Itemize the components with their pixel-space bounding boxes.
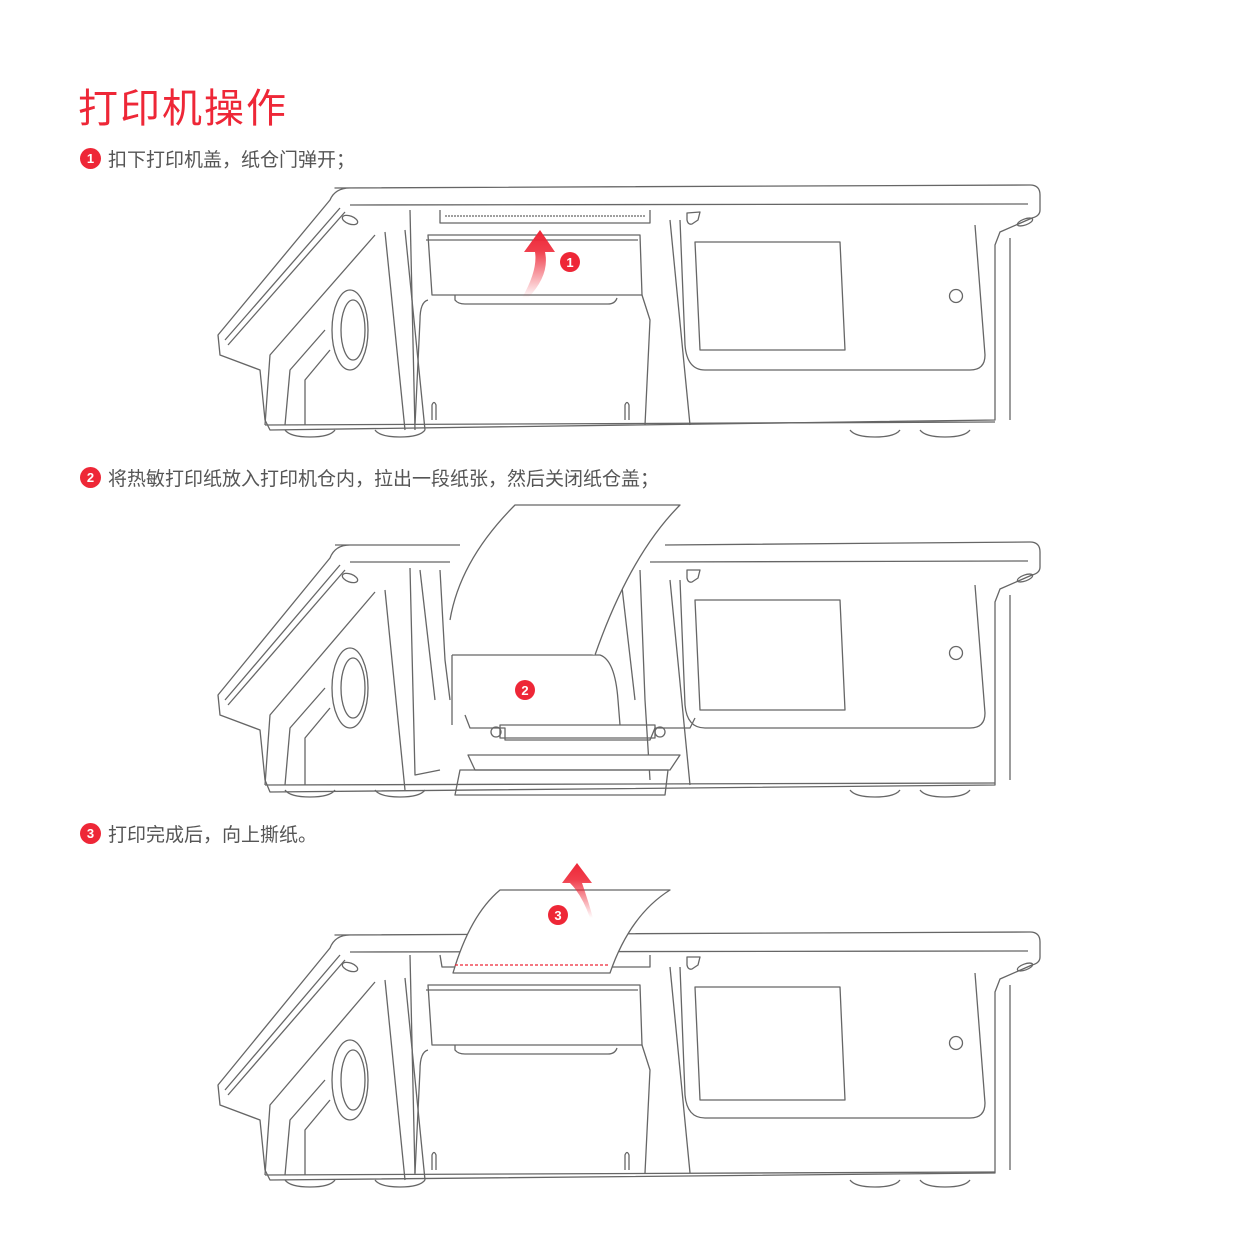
- step-3-instruction: 3 打印完成后，向上撕纸。: [80, 820, 317, 847]
- step-1-illustration: 1: [217, 184, 1041, 438]
- step-3-badge: 3: [80, 823, 101, 844]
- svg-text:2: 2: [521, 683, 528, 698]
- step-2-callout-badge: [515, 680, 535, 700]
- arrow-up-icon: [562, 863, 593, 918]
- step-2-illustration: 2: [217, 504, 1041, 798]
- step-1-instruction: 1 扣下打印机盖，纸仓门弹开；: [80, 145, 355, 172]
- step-2-badge: 2: [80, 467, 101, 488]
- step-2-instruction: 2 将热敏打印纸放入打印机仓内，拉出一段纸张，然后关闭纸仓盖；: [80, 464, 659, 491]
- step-1-callout-badge: [560, 252, 580, 272]
- arrow-up-icon: [522, 230, 555, 298]
- step-1-badge: 1: [80, 148, 101, 169]
- step-2-text: 将热敏打印纸放入打印机仓内，拉出一段纸张，然后关闭纸仓盖；: [108, 468, 660, 490]
- svg-text:1: 1: [566, 255, 573, 270]
- step-3-callout-badge: [548, 905, 568, 925]
- step-3-text: 打印完成后，向上撕纸。: [108, 824, 318, 846]
- svg-text:3: 3: [554, 908, 561, 923]
- step-1-text: 扣下打印机盖，纸仓门弹开；: [108, 149, 356, 171]
- page-title: 打印机操作: [78, 86, 288, 132]
- step-3-illustration: 3: [217, 863, 1041, 1188]
